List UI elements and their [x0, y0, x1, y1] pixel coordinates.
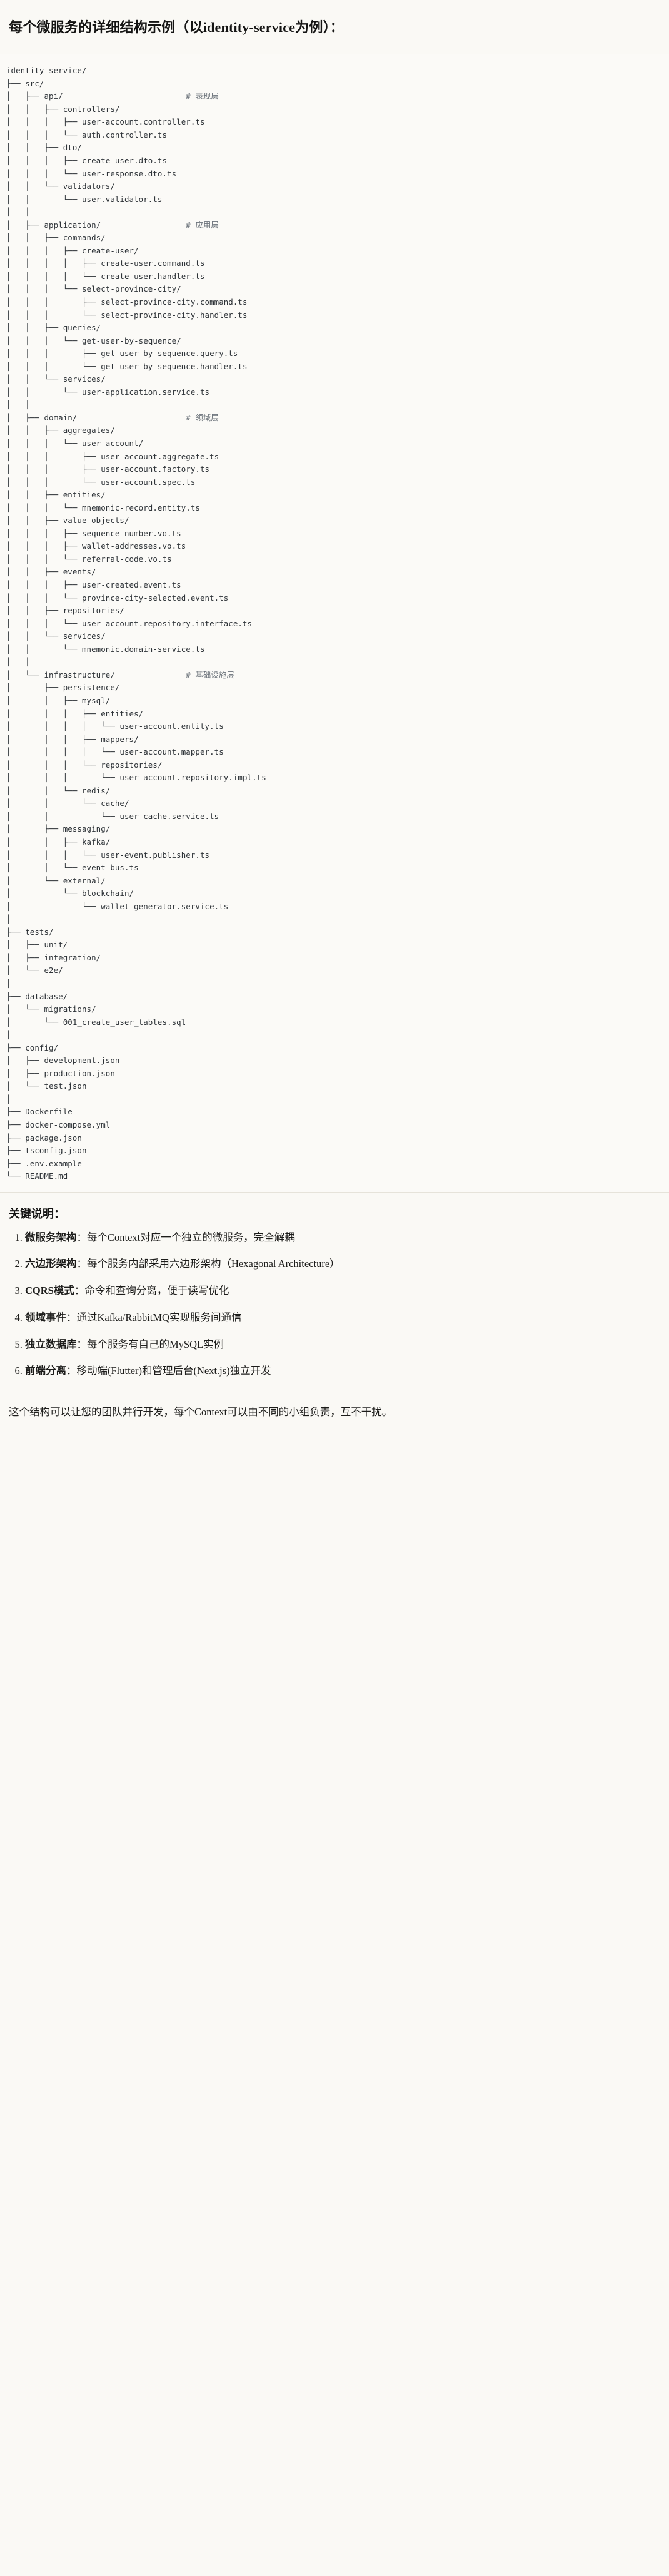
key-note-desc: ：通过Kafka/RabbitMQ实现服务间通信 [66, 1311, 242, 1323]
key-notes-title: 关键说明： [9, 1207, 65, 1220]
key-note-term: 独立数据库 [25, 1338, 77, 1350]
layer-comment: # 领域层 [186, 412, 219, 422]
key-note-term: 领域事件 [25, 1311, 66, 1323]
closing-paragraph: 这个结构可以让您的团队并行开发，每个Context可以由不同的小组负责，互不干扰… [9, 1406, 393, 1418]
directory-tree: identity-service/ ├── src/ │ ├── api/ # … [6, 66, 266, 1181]
key-notes-list: 微服务架构：每个Context对应一个独立的微服务，完全解耦六边形架构：每个服务… [9, 1230, 660, 1380]
key-note-item: 六边形架构：每个服务内部采用六边形架构（Hexagonal Architectu… [25, 1256, 660, 1272]
document-page: 每个微服务的详细结构示例（以identity-service为例）： ident… [0, 9, 669, 1433]
key-note-term: 前端分离 [25, 1365, 66, 1377]
key-note-desc: ：每个服务有自己的MySQL实例 [76, 1338, 224, 1350]
layer-comment: # 基础设施层 [186, 669, 234, 680]
key-note-desc: ：每个Context对应一个独立的微服务，完全解耦 [76, 1231, 295, 1243]
key-note-item: CQRS模式：命令和查询分离，便于读写优化 [25, 1283, 660, 1299]
key-note-item: 微服务架构：每个Context对应一个独立的微服务，完全解耦 [25, 1230, 660, 1246]
key-note-term: 微服务架构 [25, 1231, 77, 1243]
key-note-term: CQRS模式 [25, 1285, 74, 1297]
page-title: 每个微服务的详细结构示例（以identity-service为例）： [9, 19, 344, 35]
layer-comment: # 应用层 [186, 220, 219, 230]
key-note-item: 领域事件：通过Kafka/RabbitMQ实现服务间通信 [25, 1310, 660, 1326]
key-note-term: 六边形架构 [25, 1258, 77, 1270]
layer-comment: # 表现层 [186, 91, 219, 101]
divider-bottom [0, 1191, 669, 1193]
bottom-spacer [0, 1427, 669, 1433]
key-notes-section: 关键说明： 微服务架构：每个Context对应一个独立的微服务，完全解耦六边形架… [0, 1193, 669, 1395]
key-note-desc: ：移动端(Flutter)和管理后台(Next.js)独立开发 [66, 1365, 271, 1377]
key-note-item: 独立数据库：每个服务有自己的MySQL实例 [25, 1337, 660, 1353]
key-note-desc: ：每个服务内部采用六边形架构（Hexagonal Architecture） [76, 1258, 340, 1270]
key-note-desc: ：命令和查询分离，便于读写优化 [74, 1285, 229, 1297]
directory-tree-block: identity-service/ ├── src/ │ ├── api/ # … [0, 54, 669, 1192]
key-note-item: 前端分离：移动端(Flutter)和管理后台(Next.js)独立开发 [25, 1363, 660, 1379]
